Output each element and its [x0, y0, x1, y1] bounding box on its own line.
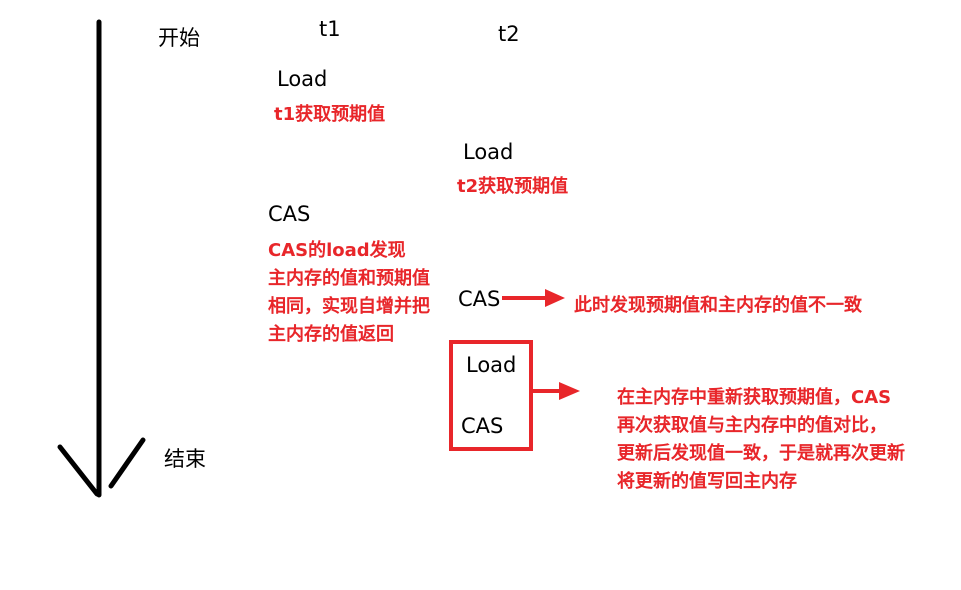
retry-note-line-2: 再次获取值与主内存中的值对比，	[617, 415, 887, 436]
t2-cas-note: 此时发现预期值和主内存的值不一致	[574, 295, 862, 316]
timeline-arrowhead-right	[108, 437, 146, 489]
t1-load-note: t1获取预期值	[274, 104, 386, 125]
t2-cas-label: CAS	[458, 287, 501, 311]
t1-cas-note-line-1: CAS的load发现	[268, 240, 406, 261]
timeline-arrowhead-left	[57, 444, 100, 497]
retry-box	[449, 340, 533, 451]
retry-cas-label: CAS	[461, 414, 504, 438]
retry-note-line-4: 将更新的值写回主内存	[617, 471, 797, 492]
timeline-start-label: 开始	[158, 26, 200, 50]
t1-load-label: Load	[277, 67, 328, 91]
timeline-end-label: 结束	[164, 447, 206, 471]
t1-cas-note-line-4: 主内存的值返回	[268, 324, 394, 345]
t1-cas-label: CAS	[268, 202, 311, 226]
t1-cas-note-line-2: 主内存的值和预期值	[268, 268, 430, 289]
column-t2-label: t2	[498, 22, 520, 46]
t1-cas-note-line-3: 相同，实现自增并把	[268, 296, 430, 317]
t2-load-note: t2获取预期值	[457, 176, 569, 197]
arrow-cas-mismatch-head	[545, 289, 565, 307]
retry-note-line-3: 更新后发现值一致，于是就再次更新	[617, 443, 905, 464]
retry-load-label: Load	[466, 353, 517, 377]
column-t1-label: t1	[319, 17, 341, 41]
t2-load-label: Load	[463, 140, 514, 164]
arrow-retry-head	[559, 382, 580, 400]
retry-note-line-1: 在主内存中重新获取预期值，CAS	[617, 387, 892, 408]
